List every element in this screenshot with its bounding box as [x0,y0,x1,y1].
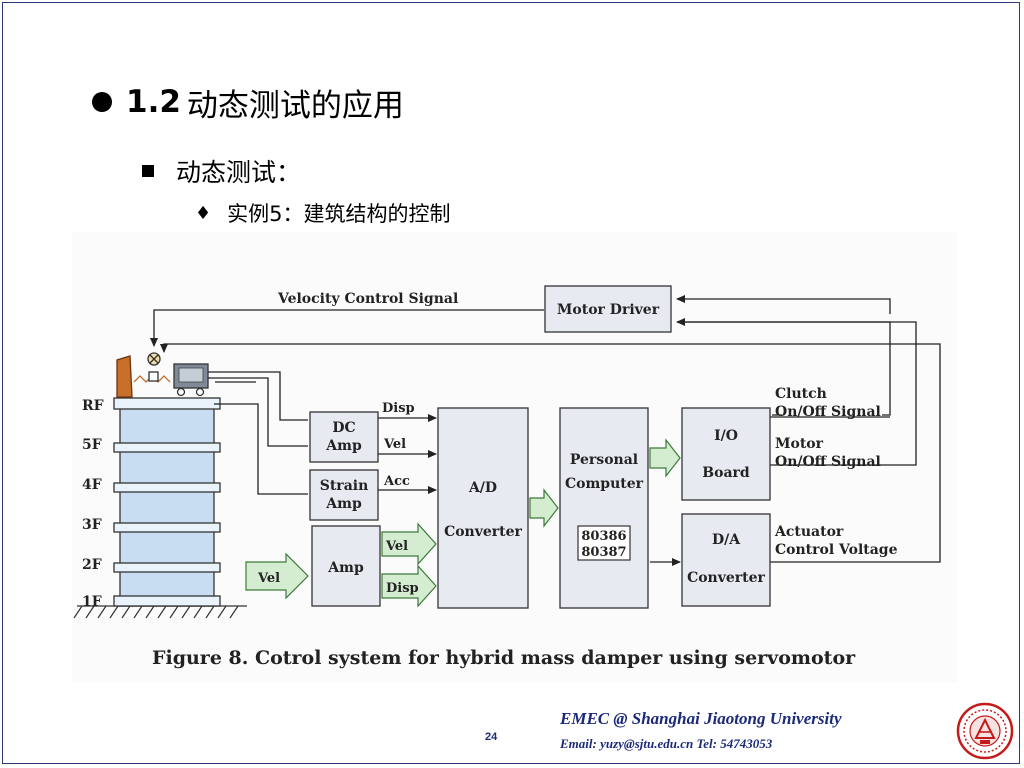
dc-amp-label: Amp [325,438,362,454]
bullet-square-icon [142,165,154,177]
io-board-label: I/O [714,428,738,444]
vel-arrow-icon [381,522,437,566]
disp-signal-label: Disp [382,401,415,416]
acc-signal-label: Acc [383,474,410,489]
bullet-dot-icon [92,92,112,112]
personal-computer-box [559,407,649,609]
sensor-wires [208,371,308,495]
amp-label: Amp [327,560,364,576]
control-system-diagram: RF 5F 4F 3F 2F 1F Velocity Control Signa… [73,285,941,669]
dc-amp-box [309,411,379,463]
da-converter-label: Converter [687,570,765,586]
disp-arrow-icon [381,564,437,608]
strain-amp-label: Strain [320,478,369,494]
strain-amp-box [309,469,379,521]
ad-to-pc-arrow-icon [529,488,559,528]
heading-text: 动态测试的应用 [186,87,404,124]
heading-number: 1.2 [126,84,181,120]
floor-label: 1F [82,594,102,610]
pc-label: Computer [565,476,644,492]
footer-title: EMEC @ Shanghai Jiaotong University [560,709,842,728]
university-seal-icon [956,702,1014,760]
dc-amp-label: DC [332,420,355,436]
vel-signal-label: Vel [383,437,406,452]
vel-input-arrow-icon [245,552,309,600]
motor-driver-box [544,285,672,333]
pc-to-io-arrow-icon [649,438,681,478]
cpu-box [577,525,631,561]
da-converter-label: D/A [712,532,741,548]
strain-amp-label: Amp [325,496,362,512]
clutch-signal-label: On/Off Signal [775,404,881,420]
figure: RF 5F 4F 3F 2F 1F Velocity Control Signa… [72,232,957,682]
actuator-signal-label: Actuator [774,524,844,540]
example-bullet: ♦ 实例5：建筑结构的控制 [195,198,451,228]
io-board-label: Board [702,465,750,481]
floor-labels: RF 5F 4F 3F 2F 1F [82,398,104,610]
subheading-bullet: 动态测试： [142,154,301,188]
velocity-control-signal-label: Velocity Control Signal [277,291,458,307]
ad-converter-label: Converter [444,524,522,540]
clutch-signal-label: Clutch [775,386,827,402]
motor-signal-label: Motor [775,436,824,452]
floor-label: 3F [82,517,102,533]
amp-vel-label: Vel [385,539,408,554]
floor-label: 5F [82,437,102,453]
cpu-label: 80386 [581,529,626,544]
heading-bullet: 1.2 动态测试的应用 [92,82,404,124]
ad-converter-label: A/D [468,480,497,496]
motor-signal-label: On/Off Signal [775,454,881,470]
footer-contact: Email: yuzy@sjtu.edu.cn Tel: 54743053 [560,736,773,751]
example-text: 实例5：建筑结构的控制 [227,202,451,226]
actuator-signal-label: Control Voltage [775,542,898,558]
figure-caption: Figure 8. Cotrol system for hybrid mass … [152,647,856,669]
da-converter-box [681,513,771,607]
bullet-diamond-icon: ♦ [195,202,212,224]
io-board-box [681,407,771,501]
page-number: 24 [485,731,498,743]
floor-label: RF [82,398,104,414]
building [113,352,221,607]
cpu-label: 80387 [581,545,626,560]
subheading-text: 动态测试： [176,158,302,187]
vel-input-label: Vel [257,571,280,586]
floor-label: 2F [82,557,102,573]
floor-label: 4F [82,477,102,493]
motor-driver-label: Motor Driver [557,302,660,318]
amp-box [311,525,381,607]
pc-label: Personal [570,452,638,468]
amp-disp-label: Disp [386,581,419,596]
ad-converter-box [437,407,529,609]
